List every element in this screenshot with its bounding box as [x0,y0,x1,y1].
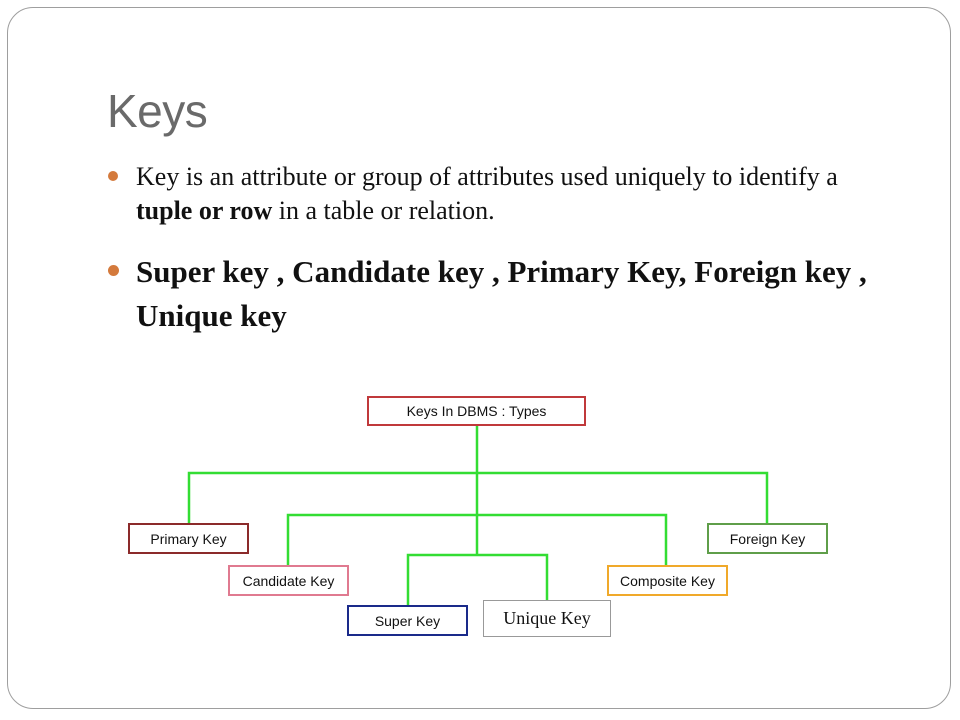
diagram-node-root: Keys In DBMS : Types [367,396,586,426]
diagram-node-primary-key: Primary Key [128,523,249,554]
bullet-dot-icon [108,171,118,181]
diagram-node-candidate-key: Candidate Key [228,565,349,596]
bullet-text-part2: in a table or relation. [272,195,495,225]
bullet-text-bold: tuple or row [136,195,273,225]
diagram-node-unique-key: Unique Key [483,600,611,637]
connector-level3 [406,553,549,606]
connector-level2 [286,513,668,566]
bullet-dot-icon [108,265,119,276]
slide-title: Keys [107,85,208,137]
slide-frame [7,7,951,709]
diagram-node-composite-key: Composite Key [607,565,728,596]
diagram-node-super-key: Super Key [347,605,468,636]
bullet-key-types: Super key , Candidate key , Primary Key,… [108,250,908,338]
diagram-node-foreign-key: Foreign Key [707,523,828,554]
bullet-text-part1: Key is an attribute or group of attribut… [136,162,838,191]
bullet-key-definition: Key is an attribute or group of attribut… [108,160,868,228]
connector-level1 [187,471,769,525]
bullet-text: Super key , Candidate key , Primary Key,… [136,254,867,334]
bullet-text: Key is an attribute or group of attribut… [136,160,868,228]
